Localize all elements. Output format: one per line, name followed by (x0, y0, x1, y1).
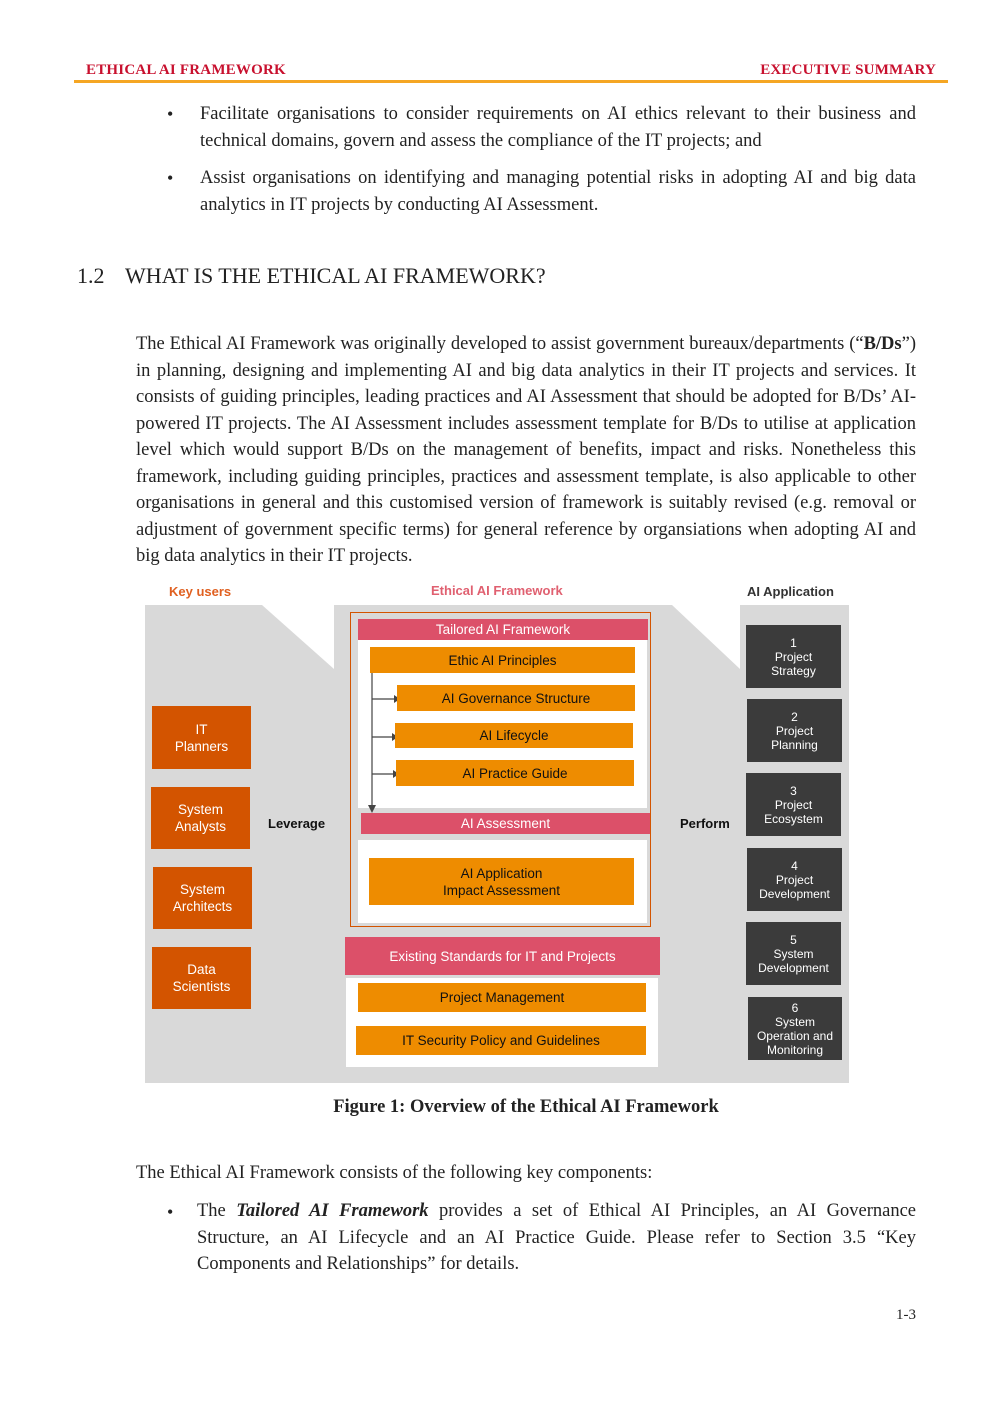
impact-assessment-box: AI Application Impact Assessment (369, 858, 634, 905)
key-user-system-analysts: System Analysts (151, 787, 250, 849)
key-users-title: Key users (169, 584, 232, 599)
bullet-marker: • (167, 168, 174, 188)
ethic-ai-principles-box: Ethic AI Principles (370, 647, 635, 673)
bullet-text: Facilitate organisations to consider req… (200, 104, 916, 151)
bds-abbrev: B/Ds (863, 334, 902, 354)
tailored-emphasis: Tailored AI Framework (236, 1201, 429, 1221)
bullet-marker: • (167, 1202, 174, 1222)
project-management-box: Project Management (358, 983, 646, 1012)
components-bullet: The Tailored AI Framework provides a set… (197, 1201, 917, 1274)
key-user-system-architects: System Architects (153, 867, 252, 929)
stage-system-operation: 6 System Operation and Monitoring (748, 997, 842, 1060)
ai-lifecycle-box: AI Lifecycle (395, 723, 633, 748)
bullet-marker: • (167, 104, 174, 124)
header-rule (74, 80, 948, 83)
header-right: EXECUTIVE SUMMARY (760, 62, 936, 78)
key-user-data-scientists: Data Scientists (152, 947, 251, 1009)
tailored-ai-framework-bar: Tailored AI Framework (358, 619, 648, 640)
ai-practice-guide-box: AI Practice Guide (396, 760, 634, 786)
framework-title: Ethical AI Framework (431, 583, 563, 598)
stage-project-planning: 2 Project Planning (747, 699, 842, 762)
perform-label: Perform (680, 816, 730, 831)
stage-project-ecosystem: 3 Project Ecosystem (746, 773, 841, 836)
section-number: 1.2 (77, 263, 105, 288)
leverage-connector (262, 605, 334, 1083)
existing-standards-bar: Existing Standards for IT and Projects (345, 937, 660, 975)
leverage-label: Leverage (268, 816, 326, 831)
ai-assessment-bar: AI Assessment (361, 813, 650, 834)
ai-governance-structure-box: AI Governance Structure (397, 685, 635, 711)
section-title: WHAT IS THE ETHICAL AI FRAMEWORK? (125, 263, 546, 288)
stage-project-development: 4 Project Development (747, 848, 842, 911)
components-lead: The Ethical AI Framework consists of the… (136, 1163, 653, 1183)
bullet-text: Assist organisations on identifying and … (200, 168, 916, 215)
key-user-it-planners: IT Planners (152, 706, 251, 769)
stage-project-strategy: 1 Project Strategy (746, 625, 841, 688)
application-title: AI Application (747, 584, 834, 599)
stage-system-development: 5 System Development (746, 922, 841, 985)
page-number: 1-3 (896, 1307, 916, 1323)
tree-connector (368, 673, 400, 813)
perform-connector (672, 605, 740, 1083)
it-security-policy-box: IT Security Policy and Guidelines (356, 1026, 646, 1055)
figure-caption: Figure 1: Overview of the Ethical AI Fra… (333, 1097, 719, 1117)
intro-paragraph: The Ethical AI Framework was originally … (136, 334, 916, 566)
header-left: ETHICAL AI FRAMEWORK (86, 62, 286, 78)
